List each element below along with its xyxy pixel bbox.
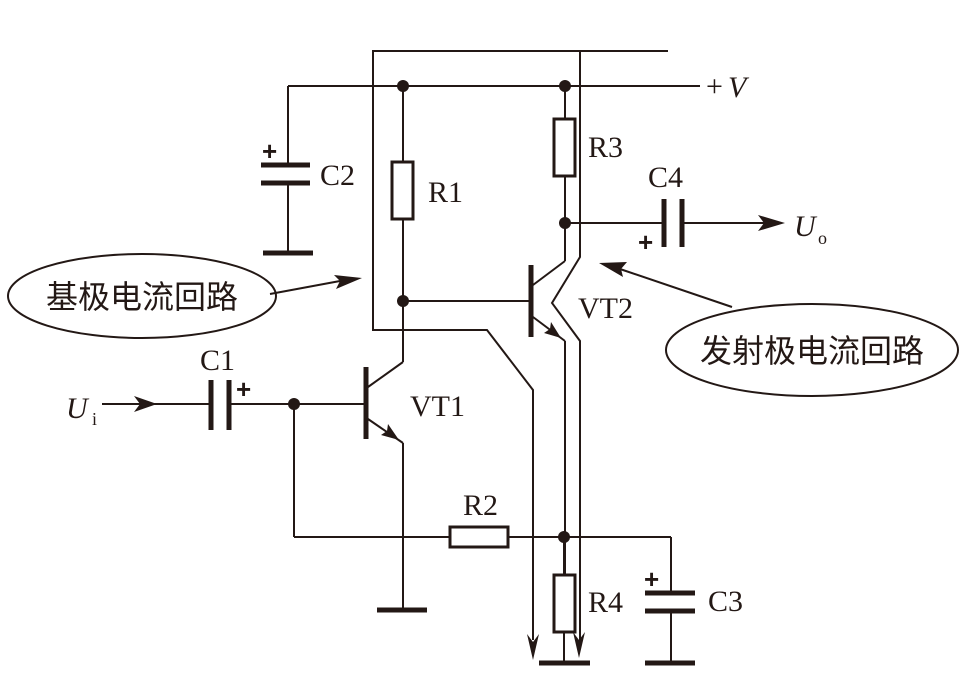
emitter-loop-arrow-icon	[573, 632, 585, 658]
callout-text: 发射极电流回路	[700, 332, 924, 370]
supply-label-plus: +	[706, 70, 723, 103]
polarity-plus-sign: +	[638, 227, 653, 257]
transistor-vt2: VT2	[403, 260, 633, 575]
r3-label: R3	[588, 131, 623, 164]
resistor-r3: R3	[552, 86, 623, 261]
resistor-body	[552, 573, 577, 634]
c1-label: C1	[200, 344, 235, 377]
input-label: U	[66, 392, 90, 425]
input-arrow-icon	[134, 396, 157, 412]
vt2-label: VT2	[578, 292, 633, 325]
output-arrow-icon	[758, 215, 785, 231]
capacitor-c4: + C4 U o	[565, 161, 827, 257]
resistor-body	[448, 525, 510, 549]
resistor-r1: R1	[390, 86, 463, 362]
callout-bubble	[7, 253, 277, 339]
supply-rail: + V	[288, 70, 750, 104]
base-loop-arrow-icon	[527, 634, 539, 660]
resistor-r4: R4	[539, 537, 623, 666]
input-label-subscript: i	[92, 409, 97, 429]
callout-pointer-line	[619, 268, 733, 308]
resistor-body	[552, 117, 577, 178]
transistor-collector	[367, 361, 404, 388]
polarity-plus-sign: +	[644, 564, 659, 594]
callout-bubble	[665, 303, 959, 397]
capacitor-c3: + C3	[644, 537, 743, 666]
c2-label: C2	[320, 159, 355, 192]
capacitor-c2: + C2	[261, 86, 355, 256]
callout-text: 基极电流回路	[46, 278, 238, 316]
resistor-body	[390, 160, 415, 221]
callout-emitter-current-loop: 发射极电流回路	[599, 262, 959, 397]
callout-pointer-line	[269, 280, 341, 295]
base-current-loop-path	[372, 50, 668, 660]
transistor-collector	[532, 260, 566, 286]
output-label-subscript: o	[818, 228, 827, 248]
polarity-plus-sign: +	[236, 374, 251, 404]
emitter-arrow-icon	[544, 322, 561, 338]
c3-label: C3	[708, 585, 743, 618]
c4-label: C4	[648, 161, 683, 194]
polarity-plus-sign: +	[262, 136, 277, 166]
callout-base-current-loop: 基极电流回路	[7, 253, 362, 339]
r1-label: R1	[428, 176, 463, 209]
resistor-r2: R2	[293, 404, 671, 549]
callout-arrow-icon	[334, 275, 362, 289]
r2-label: R2	[463, 489, 498, 522]
emitter-loop-line	[550, 51, 581, 640]
capacitor-c1: U i + C1	[66, 344, 366, 430]
emitter-current-loop-path	[550, 51, 585, 658]
transistor-vt1: VT1	[363, 361, 465, 613]
vt1-label: VT1	[410, 390, 465, 423]
supply-label: V	[728, 71, 750, 104]
output-label: U	[794, 210, 818, 243]
emitter-arrow-icon	[381, 424, 399, 440]
base-loop-line	[372, 50, 580, 640]
r4-label: R4	[588, 586, 623, 619]
callout-arrow-icon	[599, 262, 627, 277]
